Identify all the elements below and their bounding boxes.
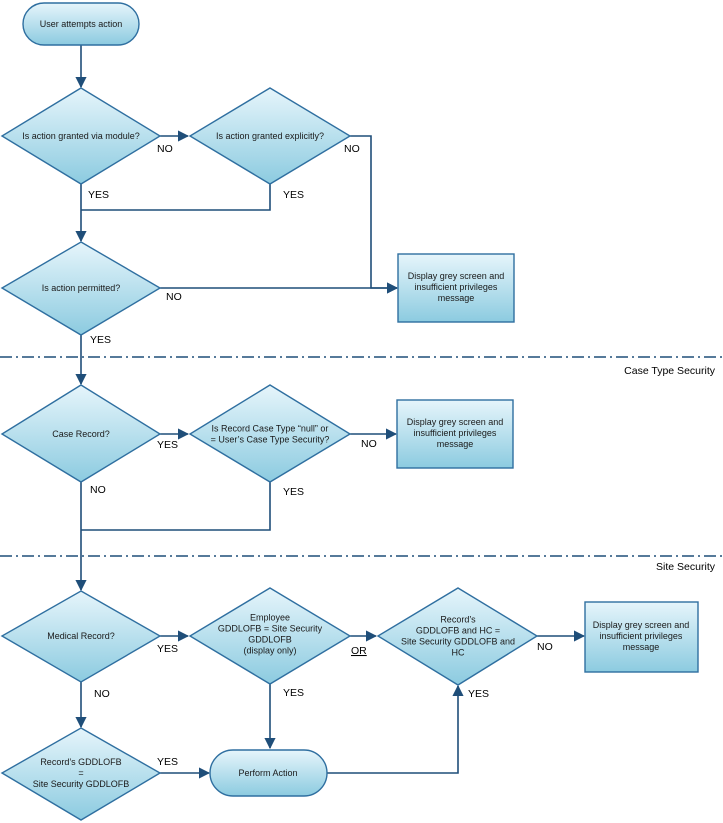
hc-no-label: NO xyxy=(537,641,553,653)
case-record-decision xyxy=(0,384,162,483)
permitted-decision xyxy=(0,241,162,336)
edge-perform-to-hc xyxy=(327,684,464,774)
case-record-label: Case Record? xyxy=(52,429,110,439)
node-label-line: insufficient privileges xyxy=(600,631,683,641)
node-label-line: GDDLOFB = Site Security xyxy=(218,624,323,634)
node-label-line: (display only) xyxy=(243,646,296,656)
deny-box-3 xyxy=(584,601,699,673)
node-label-line: Record’s xyxy=(440,615,476,625)
node-label-line: GDDLOFB xyxy=(248,635,292,645)
node-label-line: Site Security GDDLOFB xyxy=(33,779,130,789)
module-yes-label: YES xyxy=(88,189,109,201)
medical-record-decision xyxy=(0,590,162,683)
node-label-line: Site Security GDDLOFB and xyxy=(401,637,515,647)
granted-explicit-decision xyxy=(188,87,352,185)
permitted-label: Is action permitted? xyxy=(42,283,121,293)
node-label-line: Is action granted explicitly? xyxy=(216,131,324,141)
casetype-no-label: NO xyxy=(361,438,377,450)
explicit-no-label: NO xyxy=(344,143,360,155)
deny-box-1 xyxy=(397,253,515,323)
node-label-line: Employee xyxy=(250,613,290,623)
node-label-line: message xyxy=(438,293,475,303)
node-label-line: message xyxy=(623,642,660,652)
medical-record-label: Medical Record? xyxy=(47,631,115,641)
employee-or-label: OR xyxy=(351,645,367,657)
case-type-label: Is Record Case Type “null” or= User’s Ca… xyxy=(211,424,330,445)
edge-casetype-yes-merge xyxy=(81,482,271,531)
granted-module-decision xyxy=(0,87,162,185)
node-label-line: HC xyxy=(452,648,465,658)
case-type-section-label: Case Type Security xyxy=(624,365,716,377)
node-label-line: Medical Record? xyxy=(47,631,115,641)
node-label-line: = User’s Case Type Security? xyxy=(211,435,330,445)
record-gddlofb-label: Record’s GDDLOFB=Site Security GDDLOFB xyxy=(33,757,130,789)
edge-explicit-yes-merge xyxy=(81,184,271,211)
permitted-yes-label: YES xyxy=(90,334,111,346)
node-label-line: Display grey screen and xyxy=(593,620,690,630)
node-label-line: Is Record Case Type “null” or xyxy=(212,424,329,434)
employee-yes-label: YES xyxy=(283,687,304,699)
case-yes-label: YES xyxy=(157,439,178,451)
granted-module-label: Is action granted via module? xyxy=(22,131,140,141)
case-no-label: NO xyxy=(90,484,106,496)
module-no-label: NO xyxy=(157,143,173,155)
node-label-line: Is action granted via module? xyxy=(22,131,140,141)
perform-terminal xyxy=(209,749,328,797)
node-label-line: message xyxy=(437,439,474,449)
node-label-line: Perform Action xyxy=(238,768,297,778)
node-label-line: = xyxy=(78,768,83,778)
node-label-line: insufficient privileges xyxy=(415,282,498,292)
granted-explicit-label: Is action granted explicitly? xyxy=(216,131,324,141)
medical-no-label: NO xyxy=(94,688,110,700)
deny-box-2 xyxy=(396,399,514,469)
site-section-label: Site Security xyxy=(656,561,716,573)
gddlofb-yes-label: YES xyxy=(157,756,178,768)
node-label-line: User attempts action xyxy=(40,19,123,29)
hc-yes-label: YES xyxy=(468,688,489,700)
node-label-line: Case Record? xyxy=(52,429,110,439)
medical-yes-label: YES xyxy=(157,643,178,655)
start-terminal xyxy=(22,2,140,46)
explicit-yes-label: YES xyxy=(283,189,304,201)
node-label-line: insufficient privileges xyxy=(414,428,497,438)
start-label: User attempts action xyxy=(40,19,123,29)
node-label-line: Display grey screen and xyxy=(408,271,505,281)
edge-explicit-no-to-deny xyxy=(350,135,399,294)
record-gddlofb-decision xyxy=(0,727,162,821)
casetype-yes-label: YES xyxy=(283,486,304,498)
record-hc-decision xyxy=(376,587,539,686)
connectors xyxy=(75,45,586,779)
permitted-no-label: NO xyxy=(166,291,182,303)
node-label-line: Record’s GDDLOFB xyxy=(40,757,121,767)
case-type-decision xyxy=(188,384,352,483)
perform-label: Perform Action xyxy=(238,768,297,778)
employee-gddlofb-decision xyxy=(188,587,352,685)
node-label-line: Display grey screen and xyxy=(407,417,504,427)
node-label-line: Is action permitted? xyxy=(42,283,121,293)
node-label-line: GDDLOFB and HC = xyxy=(416,626,500,636)
